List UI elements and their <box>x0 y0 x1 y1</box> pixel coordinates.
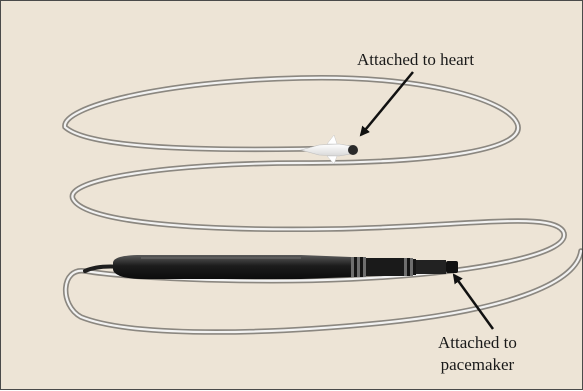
label-attached-to-pacemaker: Attached to pacemaker <box>438 332 517 376</box>
pointer-arrows <box>361 72 493 329</box>
coiled-lead-wire <box>65 78 581 332</box>
lead-tip <box>301 135 358 164</box>
label-pacemaker-line1: Attached to <box>438 332 517 354</box>
label-attached-to-heart: Attached to heart <box>357 49 474 71</box>
connector-pin <box>113 255 458 279</box>
label-pacemaker-line2: pacemaker <box>438 354 517 376</box>
arrow-to-connector <box>454 275 493 329</box>
